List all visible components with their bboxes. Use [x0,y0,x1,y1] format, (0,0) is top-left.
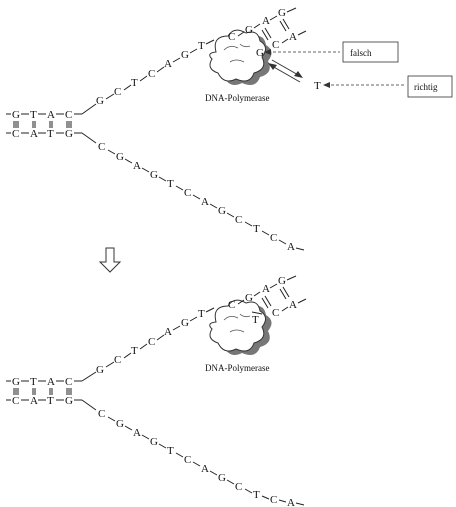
mispaired-base: G [256,47,264,59]
duplex-top-base: C [65,376,72,388]
strand-base: C [184,454,191,466]
strand-base: A [289,31,297,43]
strand-base: A [262,283,270,295]
hydrogen-bonds [14,388,71,395]
strand-base: A [133,160,141,172]
strand-base: G [150,436,158,448]
strand-base: T [198,308,205,320]
strand-base: G [96,364,104,376]
duplex-top-base: T [30,109,37,121]
upper-strand-arm: G C T C A G T [82,40,214,114]
down-arrow-icon [100,248,120,272]
strand-base: C [114,354,121,366]
exchange-arrows-icon [268,60,303,82]
strand-base: A [201,463,209,475]
strand-base: T [131,77,138,89]
duplex-top-base: T [30,376,37,388]
strand-base: G [181,49,189,61]
dna-polymerase-blob [210,300,272,355]
strand-base: C [235,214,242,226]
hydrogen-bonds [14,121,71,128]
strand-base: A [201,196,209,208]
strand-base: C [98,408,105,420]
strand-base: C [228,299,235,311]
duplex-bottom-base: G [65,395,73,407]
panel-bottom: G T A C C A T G G C T C [6,275,306,507]
duplex-top-base: A [47,376,55,388]
strand-base: T [253,489,260,501]
strand-base: G [218,205,226,217]
strand-base: C [114,86,121,98]
strand-base: A [133,427,141,439]
strand-base: G [218,472,226,484]
polymerase-label: DNA-Polymerase [205,93,270,103]
lower-strand-arm: C G A G T C A G C T C A [82,400,304,507]
strand-base: C [184,187,191,199]
strand-base: C [270,494,277,506]
duplex-bottom-base: G [65,128,73,140]
strand-base: G [278,7,286,19]
duplex-bottom-base: T [47,128,54,140]
duplex-top-base: G [12,376,20,388]
duplex-bottom-base: C [12,128,19,140]
strand-base: A [287,497,295,507]
strand-base: G [278,275,286,287]
strand-base: T [167,445,174,457]
strand-base: G [116,151,124,163]
right-label: richtig [414,82,438,92]
duplex-bottom-base: C [12,395,19,407]
strand-base: C [148,68,155,80]
duplex-bottom-base: A [30,128,38,140]
duplex-top-base: C [65,109,72,121]
wrong-label: falsch [350,48,372,58]
duplex-top-base: A [47,109,55,121]
strand-base: A [164,58,172,70]
strand-base: A [287,241,295,253]
strand-base: G [245,292,253,304]
strand-base: C [272,39,279,51]
strand-base: G [96,95,104,107]
strand-base: C [270,232,277,244]
strand-base: T [131,345,138,357]
lower-strand-arm: C G A G T C A G C T C A [82,133,304,253]
strand-base: G [116,418,124,430]
strand-base: T [167,178,174,190]
strand-base: G [150,169,158,181]
strand-base: A [262,15,270,27]
strand-base: C [148,336,155,348]
strand-base: C [98,141,105,153]
strand-base: C [272,307,279,319]
strand-base: G [181,317,189,329]
inserted-base: T [252,314,259,326]
strand-base: A [164,326,172,338]
strand-base: G [245,24,253,36]
duplex-top-base: G [12,109,20,121]
duplex-bottom-base: A [30,395,38,407]
panel-top: G T A C C A T G G C T [6,7,452,253]
arrow-head-icon [323,82,330,88]
upper-strand-arm: G C T C A G T [82,308,214,381]
duplex-bottom-base: T [47,395,54,407]
strand-base: T [253,223,260,235]
strand-base: C [228,31,235,43]
strand-base: C [235,481,242,493]
correct-base: T [314,80,321,92]
polymerase-label: DNA-Polymerase [205,363,270,373]
strand-base: A [289,299,297,311]
strand-base: T [198,40,205,52]
